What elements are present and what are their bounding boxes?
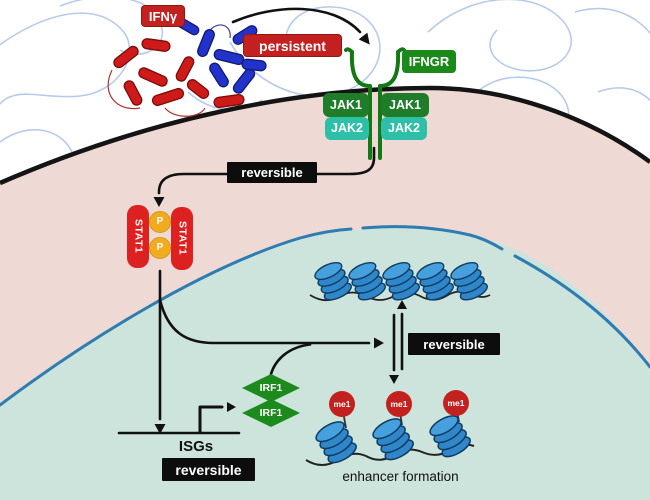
jak2-right-label: JAK2 — [381, 117, 427, 140]
phospho-badge: P — [149, 237, 171, 259]
me1-text: me1 — [333, 398, 351, 409]
phospho-badge: P — [149, 211, 171, 233]
arrow-to-chromatin — [158, 298, 371, 345]
irf1-text: IRF1 — [259, 381, 283, 394]
isgs-label: ISGs — [161, 438, 231, 455]
jak1-text: JAK1 — [330, 97, 362, 112]
jak2-left-label: JAK2 — [325, 117, 369, 140]
me1-badge: me1 — [386, 391, 412, 417]
jak1-text: JAK1 — [389, 97, 421, 112]
jak2-text: JAK2 — [388, 121, 420, 136]
enhancer-formation-text: enhancer formation — [342, 469, 459, 484]
ifng-label: IFNγ — [141, 5, 185, 27]
irf1-text: IRF1 — [259, 406, 283, 419]
reversible-label-chromatin: reversible — [408, 333, 500, 355]
arrow-ifng-to-receptor — [231, 7, 362, 34]
ifngr-label-text: IFNGR — [408, 54, 450, 69]
jak1-right-label: JAK1 — [381, 93, 429, 117]
ifngr-receptor — [344, 47, 406, 160]
nuclear-envelope — [0, 225, 650, 407]
reversible-label-isgs: reversible — [162, 458, 255, 481]
reversible-text: reversible — [423, 336, 485, 352]
enhancer-chromatin — [305, 404, 475, 466]
reversible-text: reversible — [175, 461, 242, 478]
condensed-chromatin — [309, 261, 491, 302]
ifng-protein-structure — [107, 17, 267, 117]
ifngr-label: IFNGR — [402, 50, 456, 73]
nucleosome-icon — [314, 261, 488, 301]
me1-text: me1 — [390, 398, 408, 409]
ifng-label-text: IFNγ — [148, 8, 178, 24]
persistent-label-text: persistent — [259, 37, 326, 54]
enhancer-formation-label: enhancer formation — [328, 469, 473, 484]
me1-badge: me1 — [443, 390, 469, 416]
promoter-arrow — [198, 405, 224, 434]
nucleosome-icon — [315, 415, 471, 464]
isgs-text: ISGs — [178, 438, 214, 455]
reversible-text: reversible — [241, 165, 303, 180]
connector-irf1 — [269, 343, 312, 376]
me1-text: me1 — [447, 397, 465, 408]
persistent-label: persistent — [243, 34, 342, 57]
stat1-left-label: STAT1 — [127, 205, 149, 268]
jak2-text: JAK2 — [331, 121, 363, 136]
jak1-left-label: JAK1 — [323, 93, 369, 117]
arrowheads — [153, 32, 407, 434]
stat1-text: STAT1 — [176, 221, 189, 256]
stat1-text: STAT1 — [132, 219, 145, 254]
reversible-label-cytoplasm: reversible — [227, 162, 317, 183]
phospho-text: P — [156, 216, 164, 227]
phospho-text: P — [156, 242, 164, 253]
me1-badge: me1 — [329, 391, 355, 417]
stat1-right-label: STAT1 — [171, 207, 193, 270]
plasma-membrane — [0, 85, 650, 186]
